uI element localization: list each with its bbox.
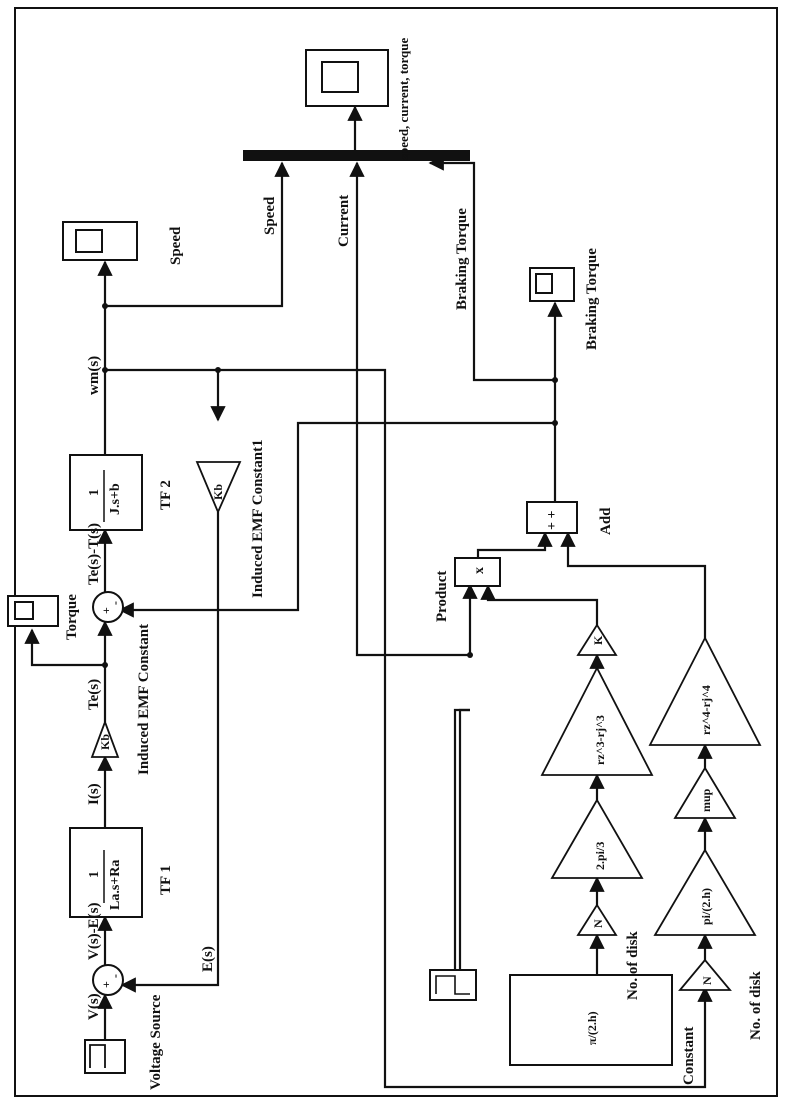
sum1-plus: + — [99, 981, 113, 988]
scope-multi — [305, 49, 389, 107]
kb1-text: Kb — [211, 484, 225, 500]
kb1-gain-block — [195, 461, 242, 515]
voltage-source-label: Voltage Source — [148, 994, 164, 1090]
constant-expr-text: π/(2.h) — [585, 1011, 599, 1045]
rz4-block — [648, 636, 762, 746]
voltage-source-block — [84, 1039, 126, 1074]
no-of-disk-2-label: No. of disk — [748, 971, 764, 1040]
add-block — [526, 501, 578, 534]
constant-label: Constant — [681, 1027, 697, 1085]
label-vs: V(s) — [86, 993, 102, 1020]
rz3-text: rz^3-rj^3 — [593, 715, 607, 765]
scope-braking — [529, 267, 575, 302]
scope-torque — [7, 595, 59, 627]
mup-block — [673, 766, 737, 819]
scope-speed — [62, 221, 138, 261]
kb-gain-block — [90, 719, 120, 758]
n-disk-1-text: N — [591, 919, 605, 928]
pi-2h-block — [653, 848, 757, 936]
scope-speed-label: Speed — [168, 226, 184, 265]
label-es: E(s) — [200, 946, 216, 972]
add-label: Add — [598, 507, 614, 535]
product-label: Product — [434, 571, 450, 622]
signal-wires — [24, 105, 713, 1089]
no-of-disk-1-label: No. of disk — [625, 931, 641, 1000]
mup-text: mup — [699, 788, 713, 812]
n-gain-block-1 — [576, 903, 618, 936]
label-current-signal: Current — [336, 195, 352, 247]
tf2-numerator: 1 — [87, 489, 102, 496]
sum-block-1 — [92, 964, 124, 996]
tf2-block — [69, 454, 143, 531]
label-speed-signal: Speed — [262, 196, 278, 235]
pi-2h-text: pi/(2.h) — [699, 888, 713, 925]
induced-emf1-label: Induced EMF Constant1 — [250, 439, 266, 598]
k-text: K — [591, 635, 605, 645]
constant-block — [509, 974, 673, 1066]
product-block — [454, 557, 501, 587]
sum2-minus: - — [108, 601, 122, 605]
tf1-name: TF 1 — [158, 865, 174, 895]
tf2-name: TF 2 — [158, 480, 174, 510]
label-wm: wm(s) — [86, 356, 102, 395]
two-pi-3-block — [550, 798, 644, 879]
scope-braking-label: Braking Torque — [584, 248, 600, 350]
sum-block-2 — [92, 591, 124, 623]
rz3-block — [540, 666, 654, 776]
label-is: I(s) — [86, 783, 102, 805]
label-te: Te(s) — [86, 679, 102, 710]
k-gain-block — [576, 623, 618, 656]
induced-emf-label: Induced EMF Constant — [136, 624, 152, 775]
rz4-text: rz^4-rj^4 — [699, 685, 713, 735]
n-disk-2-text: N — [700, 976, 714, 985]
scope-torque-label: Torque — [64, 594, 80, 640]
mux-bar — [243, 150, 470, 161]
junction-dots — [102, 303, 558, 668]
kb-text: Kb — [98, 734, 112, 750]
product-symbol: x — [472, 567, 487, 574]
sum2-plus: + — [99, 607, 113, 614]
add-symbol: + + — [545, 511, 560, 530]
sum1-minus: - — [108, 974, 122, 978]
label-braking-signal: Braking Torque — [454, 208, 470, 310]
label-ve: V(s)-E(s) — [86, 903, 102, 961]
scope-multi-label: speed, current, torque — [396, 37, 411, 160]
tf2-denominator: J.s+b — [108, 483, 123, 515]
step-block — [429, 969, 477, 1001]
tf1-numerator: 1 — [87, 871, 102, 878]
diagram-frame — [14, 7, 778, 1097]
n-gain-block-2 — [678, 958, 732, 991]
tf1-block — [69, 827, 143, 918]
two-pi-3-text: 2.pi/3 — [593, 842, 607, 870]
label-tets: Te(s)-T(s) — [86, 523, 102, 585]
tf1-denominator: La.s+Ra — [108, 860, 123, 910]
